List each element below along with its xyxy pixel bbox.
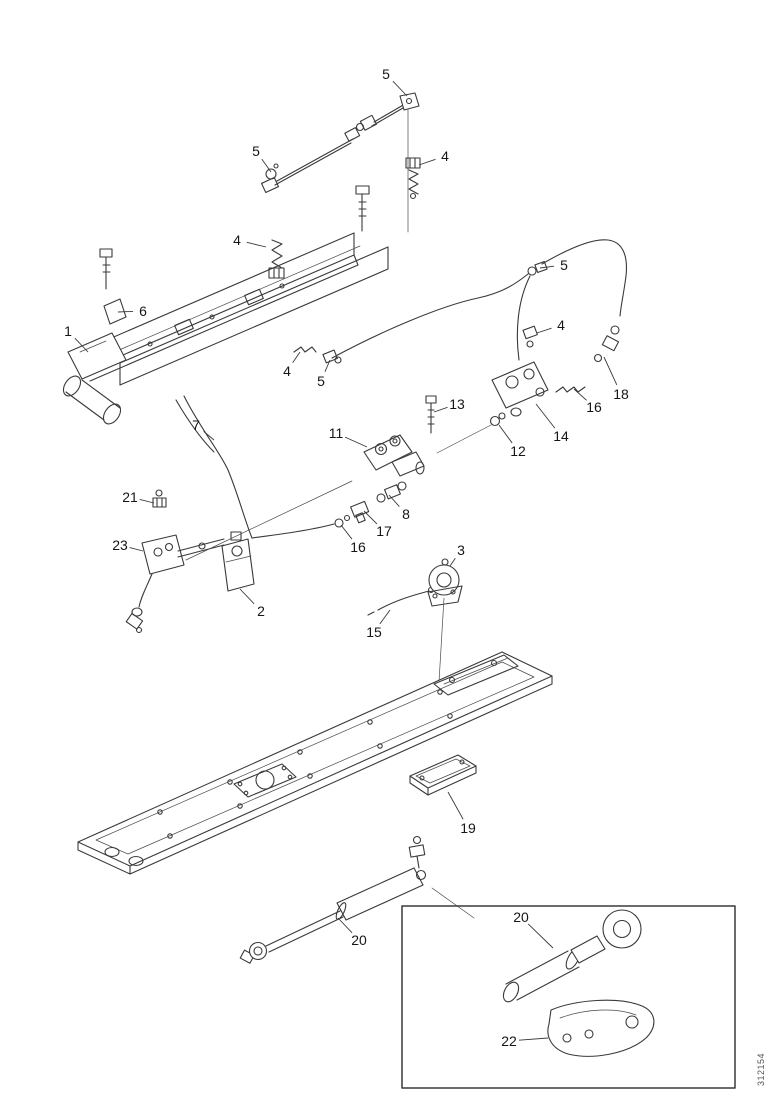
callout-8: 8 bbox=[402, 506, 410, 522]
callout-leader bbox=[603, 356, 618, 386]
cylinder-item-20 bbox=[239, 835, 475, 964]
callout-leader bbox=[117, 310, 134, 313]
hydraulic-hoses bbox=[125, 239, 628, 634]
callout-leader bbox=[261, 158, 272, 173]
callout-leader bbox=[239, 588, 255, 605]
tie-rod-assembly bbox=[260, 92, 420, 233]
callout-11: 11 bbox=[329, 425, 344, 441]
callout-20: 20 bbox=[351, 932, 367, 948]
callout-12: 12 bbox=[510, 443, 526, 459]
callout-7: 7 bbox=[192, 417, 200, 433]
callout-leader bbox=[527, 923, 554, 949]
callout-17: 17 bbox=[376, 523, 392, 539]
callout-leader bbox=[392, 80, 408, 97]
fastener-stack-right bbox=[405, 157, 421, 200]
callout-5: 5 bbox=[382, 66, 390, 82]
callout-5: 5 bbox=[252, 143, 260, 159]
callout-16: 16 bbox=[350, 539, 366, 555]
tray-item-19 bbox=[409, 754, 477, 796]
callout-14: 14 bbox=[553, 428, 569, 444]
callout-leader bbox=[74, 337, 89, 353]
detail-inset bbox=[401, 905, 736, 1089]
rail-assembly bbox=[62, 232, 389, 425]
base-plate bbox=[77, 651, 553, 875]
callout-leader bbox=[139, 498, 155, 504]
fastener-stack-left bbox=[268, 239, 285, 279]
callout-leader bbox=[337, 917, 353, 934]
callout-4: 4 bbox=[441, 148, 449, 164]
callout-leader bbox=[344, 436, 368, 448]
callout-3: 3 bbox=[457, 542, 465, 558]
callout-leader bbox=[203, 431, 215, 441]
callout-leader bbox=[539, 265, 555, 269]
callout-leader bbox=[447, 791, 464, 820]
bolt-right bbox=[355, 185, 370, 232]
callout-4: 4 bbox=[233, 232, 241, 248]
callout-6: 6 bbox=[139, 303, 147, 319]
callout-16: 16 bbox=[586, 399, 602, 415]
callout-leader bbox=[129, 547, 144, 552]
valve-center bbox=[363, 395, 506, 491]
callout-leader bbox=[292, 351, 301, 364]
callout-5: 5 bbox=[560, 257, 568, 273]
callout-23: 23 bbox=[112, 537, 128, 553]
valve-right bbox=[491, 275, 620, 417]
callout-leader bbox=[379, 609, 391, 625]
callout-leader bbox=[246, 241, 267, 248]
callout-22: 22 bbox=[501, 1033, 517, 1049]
callout-leader bbox=[418, 158, 436, 166]
callout-leader bbox=[340, 524, 353, 540]
callout-21: 21 bbox=[122, 489, 138, 505]
callout-leader bbox=[498, 424, 513, 444]
callout-5: 5 bbox=[317, 373, 325, 389]
plate-item-6 bbox=[103, 298, 127, 325]
bolt-left bbox=[99, 248, 113, 290]
callout-leader bbox=[573, 388, 587, 401]
callout-leader bbox=[449, 557, 456, 567]
callout-2: 2 bbox=[257, 603, 265, 619]
callout-13: 13 bbox=[449, 396, 465, 412]
callout-leader bbox=[433, 406, 448, 413]
cap-item-3 bbox=[427, 558, 463, 683]
callout-15: 15 bbox=[366, 624, 382, 640]
callout-18: 18 bbox=[613, 386, 629, 402]
page-code: 312154 bbox=[756, 1053, 766, 1086]
callout-leader bbox=[363, 510, 378, 525]
callout-4: 4 bbox=[283, 363, 291, 379]
callout-leader bbox=[518, 1037, 549, 1041]
callout-19: 19 bbox=[460, 820, 476, 836]
callout-leader bbox=[536, 327, 552, 334]
left-cluster bbox=[141, 480, 353, 592]
callout-1: 1 bbox=[64, 323, 72, 339]
callout-leader bbox=[324, 359, 331, 372]
callout-20: 20 bbox=[513, 909, 529, 925]
fitting-cluster-center bbox=[334, 484, 401, 528]
callout-leader bbox=[388, 494, 400, 507]
callout-leader bbox=[535, 403, 556, 429]
callout-4: 4 bbox=[557, 317, 565, 333]
diagram-art bbox=[62, 92, 736, 1089]
